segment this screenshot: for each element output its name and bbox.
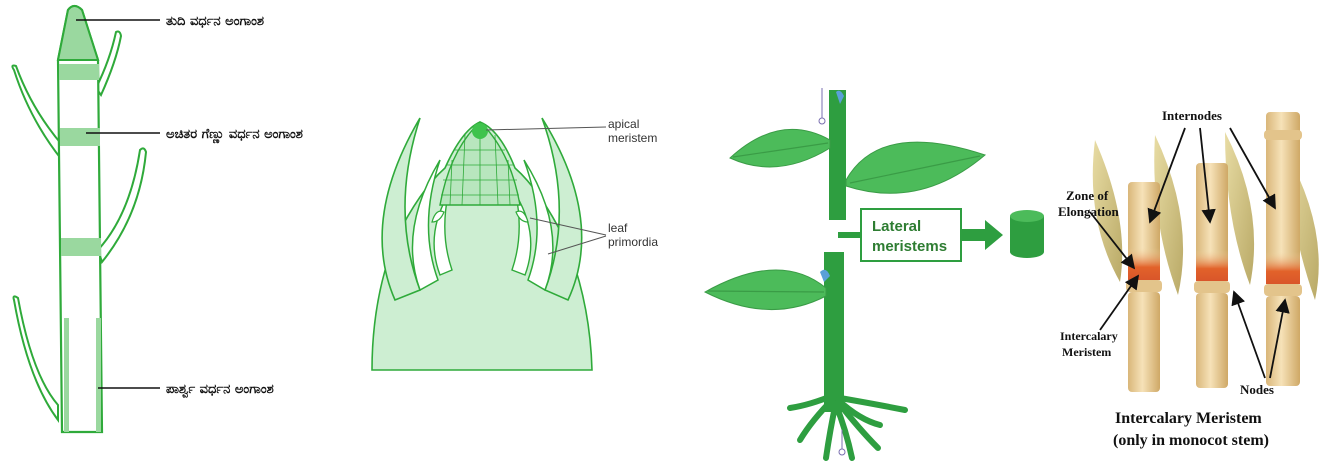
lateral-strip-right (96, 318, 101, 432)
label-intercalary-meristem: ಅಚಿತರ ಗೆಣ್ಣು ವರ್ಧನ ಅಂಗಾಂಶ (166, 127, 303, 144)
label-leaf-line1: leaf (608, 221, 628, 235)
box-label-line1: Lateral (872, 218, 921, 235)
stem-2-lower (1196, 293, 1228, 388)
caption-line1: Intercalary Meristem (1115, 410, 1262, 427)
panel-shoot-apex: apical meristem leaf primordia (372, 117, 658, 370)
roots (790, 395, 905, 458)
label-apical-line1: apical (608, 117, 639, 131)
lower-leaf (705, 270, 826, 310)
upper-leaf-right (846, 142, 985, 193)
stem-cylinder-top (1010, 210, 1044, 222)
stem-cylinder-bottom (1010, 246, 1044, 258)
label-apical-line2: meristem (608, 131, 657, 145)
caption-line2: (only in monocot stem) (1113, 432, 1269, 449)
tip-meristem-cap (58, 6, 98, 60)
stem-1-meristem (1128, 248, 1160, 280)
label-zone-line1: Zone of (1066, 188, 1109, 203)
upper-leaf-left (730, 129, 830, 167)
lower-left-branch (14, 296, 59, 420)
guide-dot-top (819, 118, 825, 124)
label-leaf-line2: primordia (608, 235, 658, 249)
stem-3-node (1264, 284, 1302, 296)
label-tip-meristem: ತುದಿ ವರ್ಧನ ಅಂಗಾಂಶ (166, 14, 264, 29)
upper-stem (829, 90, 846, 220)
label-intercalary-line1: Intercalary (1060, 329, 1118, 343)
stem-3-meristem (1266, 252, 1300, 284)
panel-lateral-meristems: Lateral meristems (705, 88, 1044, 458)
apical-meristem-cell (472, 123, 488, 139)
grass-leaf-3 (1225, 132, 1254, 285)
stem-2-meristem (1196, 250, 1228, 281)
panel-shoot-meristems: ತುದಿ ವರ್ಧನ ಅಂಗಾಂಶ ಅಚಿತರ ಗೆಣ್ಣು ವರ್ಧನ ಅಂಗ… (12, 6, 303, 432)
middle-right-branch (98, 148, 146, 262)
label-internodes: Internodes (1162, 108, 1222, 123)
upper-left-branch (12, 66, 63, 161)
box-label-line2: meristems (872, 238, 947, 255)
panel-intercalary-meristem: Internodes Zone of Elongation Intercalar… (1058, 108, 1319, 449)
intercalary-band-1 (59, 64, 99, 80)
label-lateral-meristem: ಪಾರ್ಶ್ವ ವರ್ಧನ ಅಂಗಾಂಶ (166, 382, 274, 398)
stem-2-node (1194, 281, 1230, 293)
intercalary-band-3 (61, 238, 101, 256)
intercalary-band-2 (60, 128, 100, 146)
stem-3-top-node (1264, 130, 1302, 140)
lateral-strip-left (64, 318, 69, 432)
stem-1-lower (1128, 292, 1160, 392)
upper-right-branch (96, 32, 121, 96)
guide-dot-bottom (839, 449, 845, 455)
label-intercalary-line2: Meristem (1062, 345, 1111, 359)
box-arrow-right (961, 220, 1003, 250)
label-nodes: Nodes (1240, 382, 1274, 397)
label-zone-line2: Elongation (1058, 204, 1119, 219)
